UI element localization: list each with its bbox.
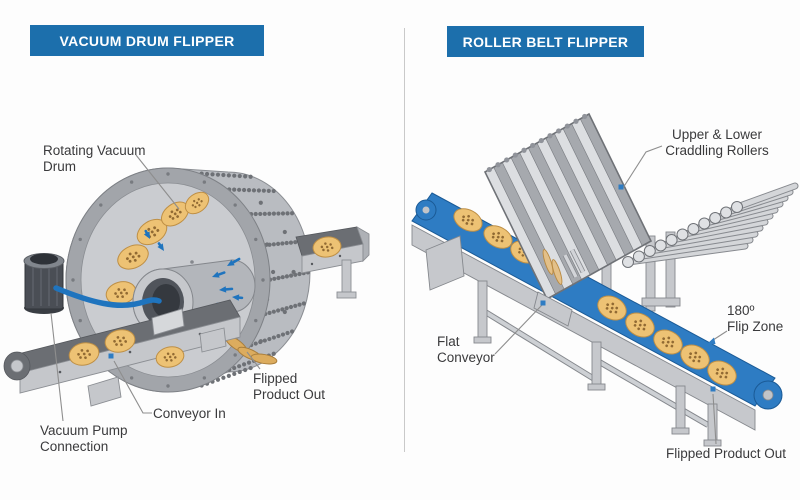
roller-belt-title: ROLLER BELT FLIPPER	[462, 33, 629, 50]
vacuum-hose	[53, 285, 162, 308]
vacuum-drum-diagram	[3, 154, 370, 422]
leader-lines-left	[50, 154, 261, 422]
flip-zone-arrow	[706, 337, 716, 345]
cookie	[68, 342, 100, 366]
label-cradling-rollers: Upper & Lower Craddling Rollers	[665, 127, 769, 159]
cookies-on-infeed	[68, 329, 185, 368]
cookie	[312, 236, 342, 258]
roller-belt-title-bar: ROLLER BELT FLIPPER	[447, 26, 644, 57]
vacuum-drum-title: VACUUM DRUM FLIPPER	[59, 32, 235, 49]
cookies-mid-flip	[542, 248, 586, 285]
label-conveyor-in: Conveyor In	[153, 406, 226, 421]
frame-legs	[473, 280, 722, 447]
vacuum-drum-panel: VACUUM DRUM FLIPPER	[3, 25, 370, 455]
roller-belt-diagram	[411, 112, 799, 447]
cookie	[680, 344, 710, 370]
cookie	[625, 312, 655, 338]
label-flipped-product-out: Flipped Product Out	[253, 371, 326, 403]
label-flat-conveyor: Flat Conveyor	[437, 334, 495, 366]
label-flip-zone: 180º Flip Zone	[727, 303, 784, 335]
cookie	[597, 295, 627, 321]
lower-cradle-rollers	[622, 182, 799, 268]
cookies-in-drum	[105, 191, 210, 305]
cookie	[707, 360, 737, 386]
leader-marker	[710, 386, 716, 392]
leader-marker	[108, 353, 114, 359]
label-rotating-vacuum-drum: Rotating Vacuum Drum	[43, 143, 146, 175]
cookie	[653, 329, 683, 355]
cookie	[161, 201, 189, 227]
leader-marker	[540, 300, 546, 306]
panel-divider	[404, 28, 405, 452]
leader-marker	[618, 184, 624, 190]
cookie	[184, 191, 210, 215]
vacuum-drum-title-bar: VACUUM DRUM FLIPPER	[30, 25, 264, 56]
label-vacuum-pump-connection: Vacuum Pump Connection	[40, 423, 128, 455]
vacuum-pump	[23, 253, 65, 314]
cookie	[483, 225, 513, 249]
label-flipped-product-out-right: Flipped Product Out	[666, 446, 787, 461]
cookie	[104, 329, 136, 353]
cookie-flipped-out	[312, 236, 342, 258]
roller-belt-panel: ROLLER BELT FLIPPER	[400, 0, 800, 500]
cookie	[155, 346, 185, 368]
cookie	[453, 208, 483, 232]
drum-rim-holes	[71, 172, 265, 388]
cookie	[117, 244, 149, 270]
